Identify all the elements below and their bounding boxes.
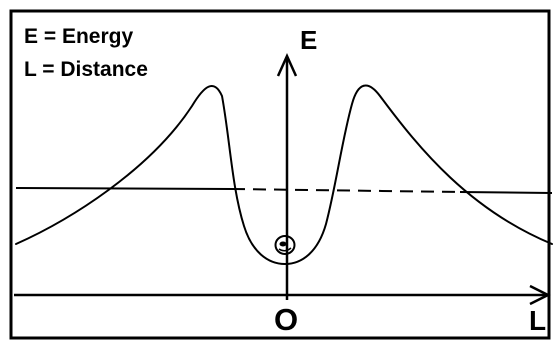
y-axis-arrowhead: [276, 52, 298, 77]
diagram-frame: [9, 9, 551, 340]
x-axis-arrowhead: [529, 284, 551, 306]
energy-level-line-left: [15, 187, 233, 190]
origin-label: O: [274, 302, 299, 337]
potential-energy-curve: [15, 84, 553, 265]
x-axis-label: L: [529, 305, 547, 336]
energy-level-line-right: [459, 191, 553, 194]
legend-energy: E = Energy: [24, 25, 134, 48]
energy-level-line-dashed: [231, 188, 461, 193]
legend-distance: L = Distance: [24, 58, 148, 81]
y-axis-label: E: [300, 25, 318, 55]
particle-icon: [274, 235, 296, 255]
